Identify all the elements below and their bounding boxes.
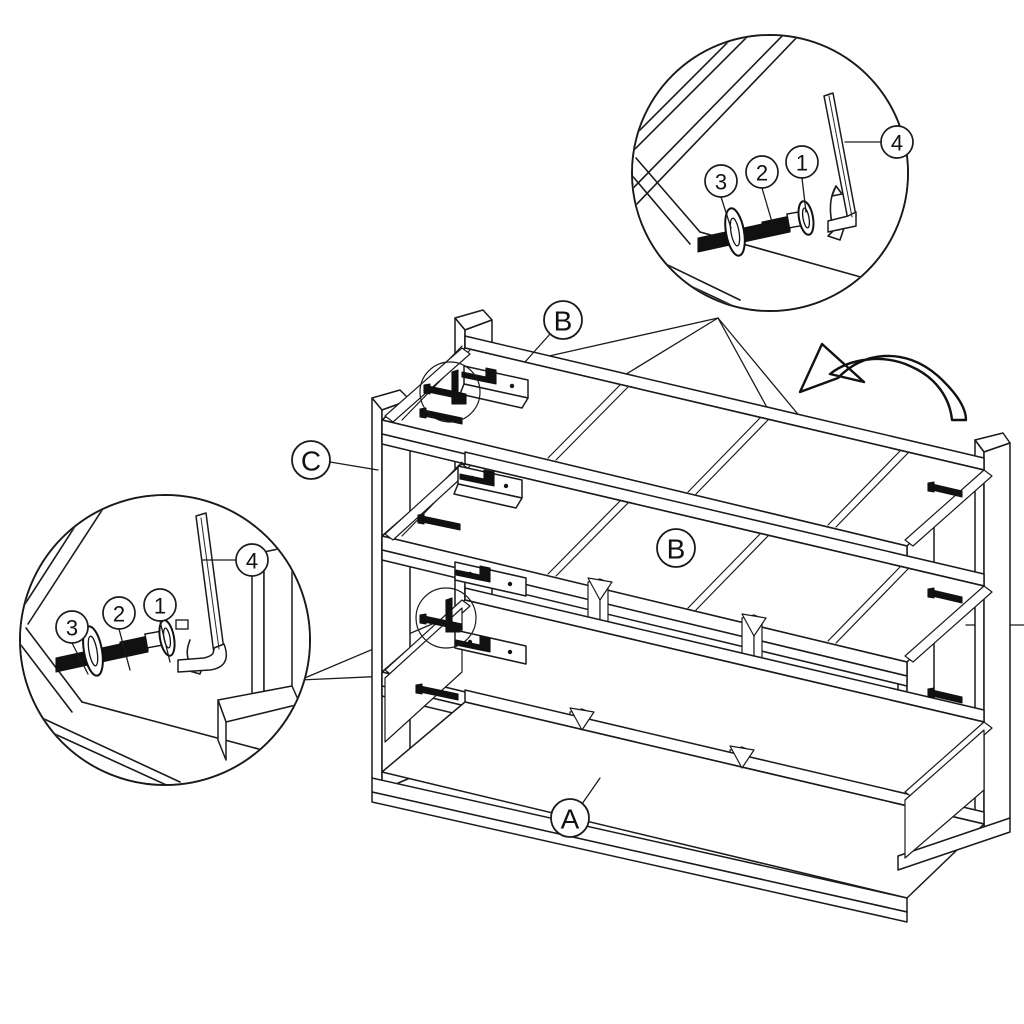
- hardware-number-3-label-bottom: 3: [66, 616, 78, 641]
- shelf-level-4-base: [371, 689, 1011, 923]
- fastener-bolt: [419, 407, 463, 425]
- hardware-number-1-label: 1: [796, 151, 808, 176]
- detail-bottom-number-callouts: 3 2 1 4: [55, 543, 269, 675]
- rack-assembly: [371, 309, 1011, 923]
- fastener-bolt: [455, 565, 491, 583]
- fastener-highlight-circle-bottom: [415, 587, 477, 649]
- turn-indicator-head: [831, 185, 843, 197]
- callout-B-top-circle[interactable]: [543, 300, 583, 340]
- fastener-bolt: [927, 587, 963, 604]
- hardware-number-4-label-bottom: 4: [246, 549, 258, 574]
- callout-B-middle-circle[interactable]: [656, 528, 696, 568]
- part-callouts: B C B A: [291, 300, 696, 838]
- shelf-level-2: [381, 451, 985, 687]
- fastener-group: [415, 367, 963, 704]
- callout-B-top-label: B: [554, 306, 573, 337]
- fastener-highlight-circle-top: [419, 361, 481, 423]
- fastener-bolt: [927, 481, 963, 498]
- hardware-number-2-circle[interactable]: [745, 155, 779, 189]
- callout-C-circle[interactable]: [291, 440, 331, 480]
- hardware-number-3-label: 3: [715, 170, 727, 195]
- detail-top-number-callouts: 3 2 1 4: [704, 125, 914, 229]
- detail-view-bottom-left: 3 2 1 4: [19, 494, 311, 786]
- callout-B-top-leader: [524, 333, 551, 363]
- hardware-number-1-label-bottom: 1: [154, 594, 166, 619]
- allen-key-4: [823, 92, 857, 233]
- hardware-number-1-circle[interactable]: [785, 145, 819, 179]
- hardware-number-2-label-bottom: 2: [113, 602, 125, 627]
- allen-key-4-bottom: [177, 512, 228, 673]
- washer-3-bottom-hole: [87, 635, 99, 667]
- hardware-number-3-circle[interactable]: [704, 164, 738, 198]
- callout-C-leader: [329, 461, 379, 471]
- zoom-post: [217, 545, 301, 761]
- allen-key-inline: [445, 369, 467, 633]
- fastener-bolt: [927, 687, 963, 704]
- right-side-braces: [904, 469, 993, 859]
- fastener-bolt: [459, 469, 495, 487]
- fastener-bolt: [415, 683, 459, 701]
- hardware-number-2-circle-bottom[interactable]: [102, 596, 136, 630]
- shelf-1-cross-braces: [547, 384, 909, 528]
- fastener-bolt: [461, 367, 497, 385]
- washer-1-hole: [801, 207, 811, 229]
- rotate-arrow: [798, 342, 968, 422]
- callout-C-label: C: [301, 446, 321, 477]
- bracket-tab: [175, 619, 189, 630]
- fastener-bolt: [417, 513, 461, 531]
- shelf-2-cross-braces: [547, 500, 909, 644]
- hardware-number-2-label: 2: [756, 161, 768, 186]
- hardware-number-4-circle-bottom[interactable]: [235, 543, 269, 577]
- hardware-number-3-circle-bottom[interactable]: [55, 610, 89, 644]
- washer-3-hole: [729, 217, 741, 247]
- fastener-bolt: [455, 635, 491, 653]
- callout-A-leader: [581, 777, 601, 805]
- gusset-plates: [569, 577, 767, 769]
- callout-B-middle-label: B: [667, 534, 686, 565]
- hardware-number-4-circle[interactable]: [880, 125, 914, 159]
- hardware-number-4-label: 4: [891, 131, 903, 156]
- callout-A-label: A: [561, 804, 580, 835]
- hardware-number-1-circle-bottom[interactable]: [143, 588, 177, 622]
- callout-A-circle[interactable]: [550, 798, 590, 838]
